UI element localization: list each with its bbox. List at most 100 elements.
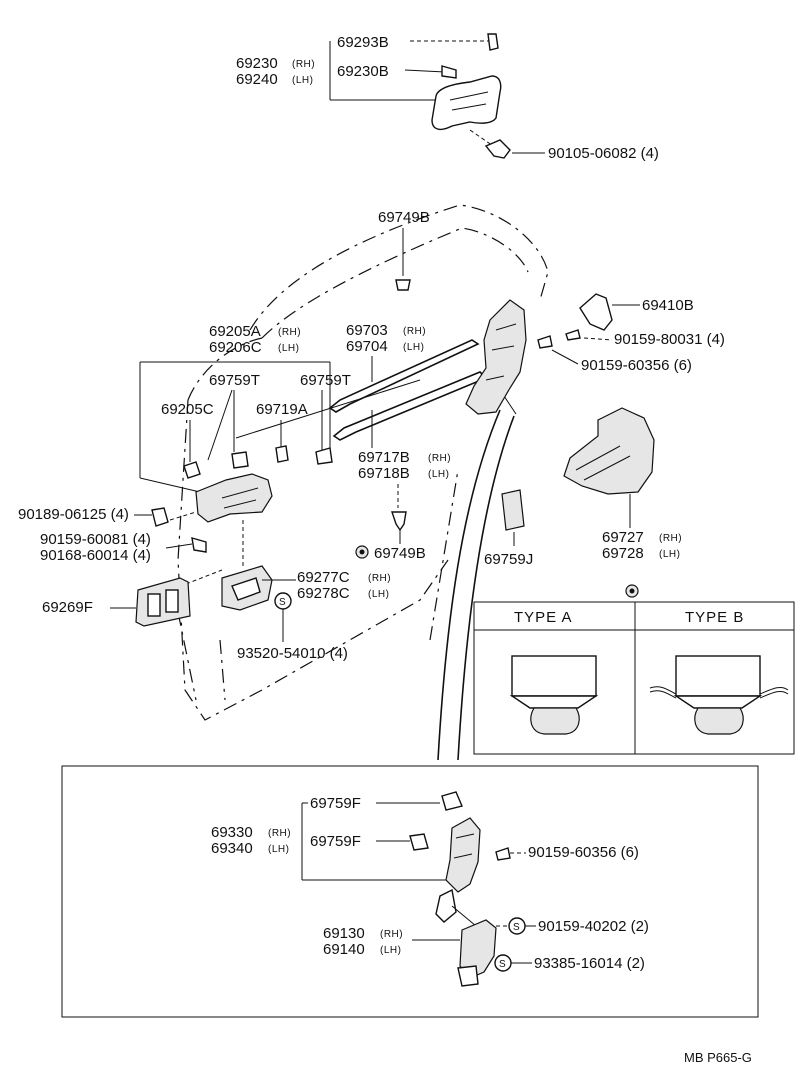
type-a-label: TYPE A — [514, 609, 573, 626]
side-lh: (LH) — [268, 844, 289, 855]
door-outline — [177, 204, 549, 761]
screw-60081-part — [191, 537, 207, 553]
side-lh: (LH) — [403, 342, 424, 353]
label-69727: 69727 — [602, 529, 644, 546]
label-69278C: 69278C — [297, 585, 350, 602]
clip-69759F-mid-part — [409, 833, 429, 851]
label-69759T-2: 69759T — [300, 372, 351, 389]
lower-assembly-group: 69759F 69330 (RH) 69340 (LH) 69759F 9015… — [61, 765, 759, 1018]
lock-rod-lower — [332, 371, 488, 441]
label-69269F: 69269F — [42, 599, 93, 616]
clip-part — [487, 33, 499, 51]
label-69240: 69240 — [236, 71, 278, 88]
side-lh: (LH) — [278, 343, 299, 354]
s-mark-93520-text: S — [279, 597, 286, 608]
label-69205C: 69205C — [161, 401, 214, 418]
label-69230: 69230 — [236, 55, 278, 72]
label-69293B: 69293B — [337, 34, 389, 51]
label-90159-60356-a: 90159-60356 (6) — [581, 357, 692, 374]
s-mark-40202-text: S — [513, 922, 520, 933]
label-69410B: 69410B — [642, 297, 694, 314]
side-rh: (RH) — [380, 929, 403, 940]
label-90168-60014: 90168-60014 (4) — [40, 547, 151, 564]
type-a-pad — [511, 655, 597, 697]
screw-06125-part — [151, 507, 169, 527]
lock-rod-upper — [328, 339, 480, 413]
lower-box-frame — [61, 765, 759, 1018]
label-90159-60356-b: 90159-60356 (6) — [528, 844, 639, 861]
type-b-pad — [675, 655, 761, 697]
type-b-base — [673, 695, 763, 709]
cover-slot-2 — [165, 589, 179, 613]
bolt-part — [484, 139, 511, 159]
side-lh: (LH) — [292, 75, 313, 86]
cover-69269F-part — [135, 577, 191, 627]
label-69718B: 69718B — [358, 465, 410, 482]
side-rh: (RH) — [292, 59, 315, 70]
screw-60356-b-part — [495, 847, 511, 861]
side-rh: (RH) — [428, 453, 451, 464]
door-lock-part — [465, 299, 527, 415]
label-69728: 69728 — [602, 545, 644, 562]
label-69717B: 69717B — [358, 449, 410, 466]
label-69140: 69140 — [323, 941, 365, 958]
label-69759J: 69759J — [484, 551, 533, 568]
label-69759F-2: 69759F — [310, 833, 361, 850]
label-93520-54010: 93520-54010 (4) — [237, 645, 348, 662]
mark-69749B-dot — [359, 549, 365, 555]
label-69277C: 69277C — [297, 569, 350, 586]
clip-69749B-part — [395, 279, 411, 291]
handle-link-part — [457, 965, 479, 987]
clip-69759F-top-part — [441, 791, 463, 811]
label-90189-06125: 90189-06125 (4) — [18, 506, 129, 523]
rod-group: 69749B 69703 (RH) 69704 (LH) 69717B (RH)… — [328, 209, 488, 482]
label-69749B-bottom: 69749B — [374, 545, 426, 562]
side-lh: (LH) — [368, 589, 389, 600]
label-69749B-top: 69749B — [378, 209, 430, 226]
s-mark-16014-text: S — [499, 959, 506, 970]
side-rh: (RH) — [368, 573, 391, 584]
striker-part — [579, 293, 613, 331]
clip-69759T-part — [231, 451, 249, 469]
clip-69759T-b-part — [315, 447, 333, 465]
side-rh: (RH) — [403, 326, 426, 337]
door-lock-upper: 69410B 90159-80031 (4) 90159-60356 (6) 6… — [465, 293, 725, 568]
label-69230B: 69230B — [337, 63, 389, 80]
handle-bezel-inner — [231, 577, 261, 601]
inside-handle-group: 69205A (RH) 69206C (LH) 69759T 69759T 69… — [18, 323, 426, 662]
label-69719A: 69719A — [256, 401, 308, 418]
outside-handle-part — [431, 75, 502, 131]
type-mark-dot — [629, 588, 635, 594]
label-69704: 69704 — [346, 338, 388, 355]
clip-69719A-part — [275, 445, 289, 463]
label-93385-16014: 93385-16014 (2) — [534, 955, 645, 972]
label-90159-40202: 90159-40202 (2) — [538, 918, 649, 935]
type-b-label: TYPE B — [685, 609, 744, 626]
screw-part — [441, 65, 457, 79]
label-90159-60081: 90159-60081 (4) — [40, 531, 151, 548]
label-90105-06082: 90105-06082 (4) — [548, 145, 659, 162]
footer-code: MB P665-G — [684, 1050, 752, 1065]
type-table-frame — [473, 601, 795, 755]
side-rh: (RH) — [268, 828, 291, 839]
type-table: TYPE A TYPE B — [473, 584, 795, 755]
type-b-clip — [694, 707, 744, 735]
cover-slot-1 — [147, 593, 161, 617]
label-69759T-1: 69759T — [209, 372, 260, 389]
lock-cover-part — [563, 407, 655, 495]
label-69205A: 69205A — [209, 323, 261, 340]
label-69703: 69703 — [346, 322, 388, 339]
label-69759F-1: 69759F — [310, 795, 361, 812]
clip-69749B-bottom-part — [391, 511, 407, 532]
clip-69205C-part — [183, 461, 201, 479]
outside-handle-group: 69293B 69230 (RH) 69240 (LH) 69230B 9010… — [236, 33, 659, 162]
screw-80031-part — [565, 329, 581, 341]
inside-handle-part — [195, 473, 273, 523]
label-69130: 69130 — [323, 925, 365, 942]
side-lh: (LH) — [428, 469, 449, 480]
label-90159-80031: 90159-80031 (4) — [614, 331, 725, 348]
side-rh: (RH) — [659, 533, 682, 544]
pad-69759J-part — [501, 489, 525, 531]
side-rh: (RH) — [278, 327, 301, 338]
